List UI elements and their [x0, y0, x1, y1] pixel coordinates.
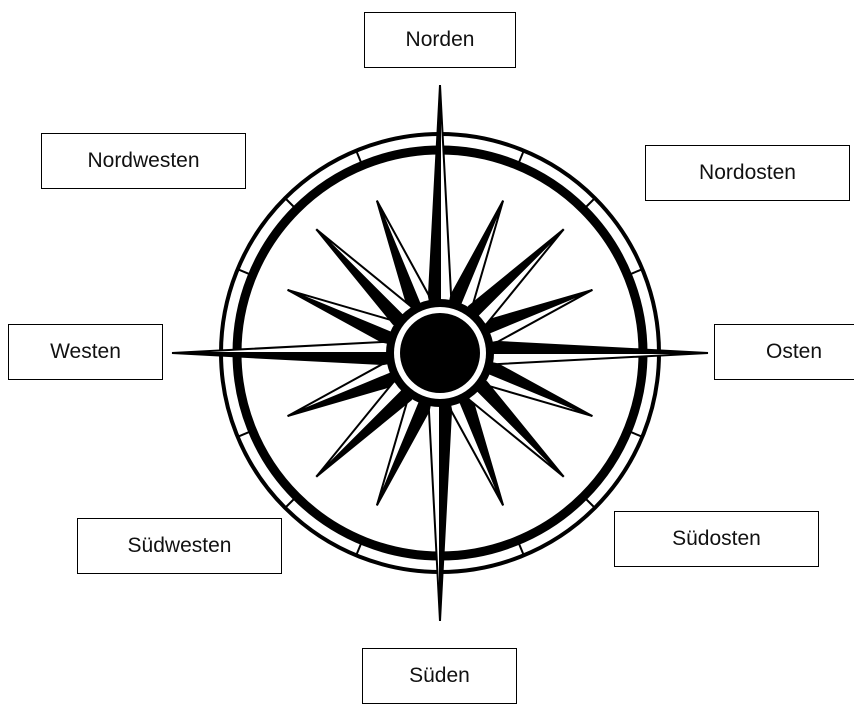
label-east: Osten: [714, 324, 854, 380]
ring-tick: [631, 269, 642, 274]
ring-tick: [356, 544, 361, 555]
label-west: Westen: [8, 324, 163, 380]
ring-tick: [631, 432, 642, 437]
label-south: Süden: [362, 648, 517, 704]
ring-tick: [238, 432, 249, 437]
ring-tick: [356, 151, 361, 162]
ring-tick: [586, 499, 594, 507]
ring-tick: [285, 499, 293, 507]
label-southwest: Südwesten: [77, 518, 282, 574]
label-northwest: Nordwesten: [41, 133, 246, 189]
ring-tick: [238, 269, 249, 274]
center-hub-core: [400, 313, 480, 393]
label-north: Norden: [364, 12, 516, 68]
label-northeast: Nordosten: [645, 145, 850, 201]
ring-tick: [519, 151, 524, 162]
ring-tick: [285, 198, 293, 206]
ring-tick: [586, 198, 594, 206]
label-southeast: Südosten: [614, 511, 819, 567]
ring-tick: [519, 544, 524, 555]
